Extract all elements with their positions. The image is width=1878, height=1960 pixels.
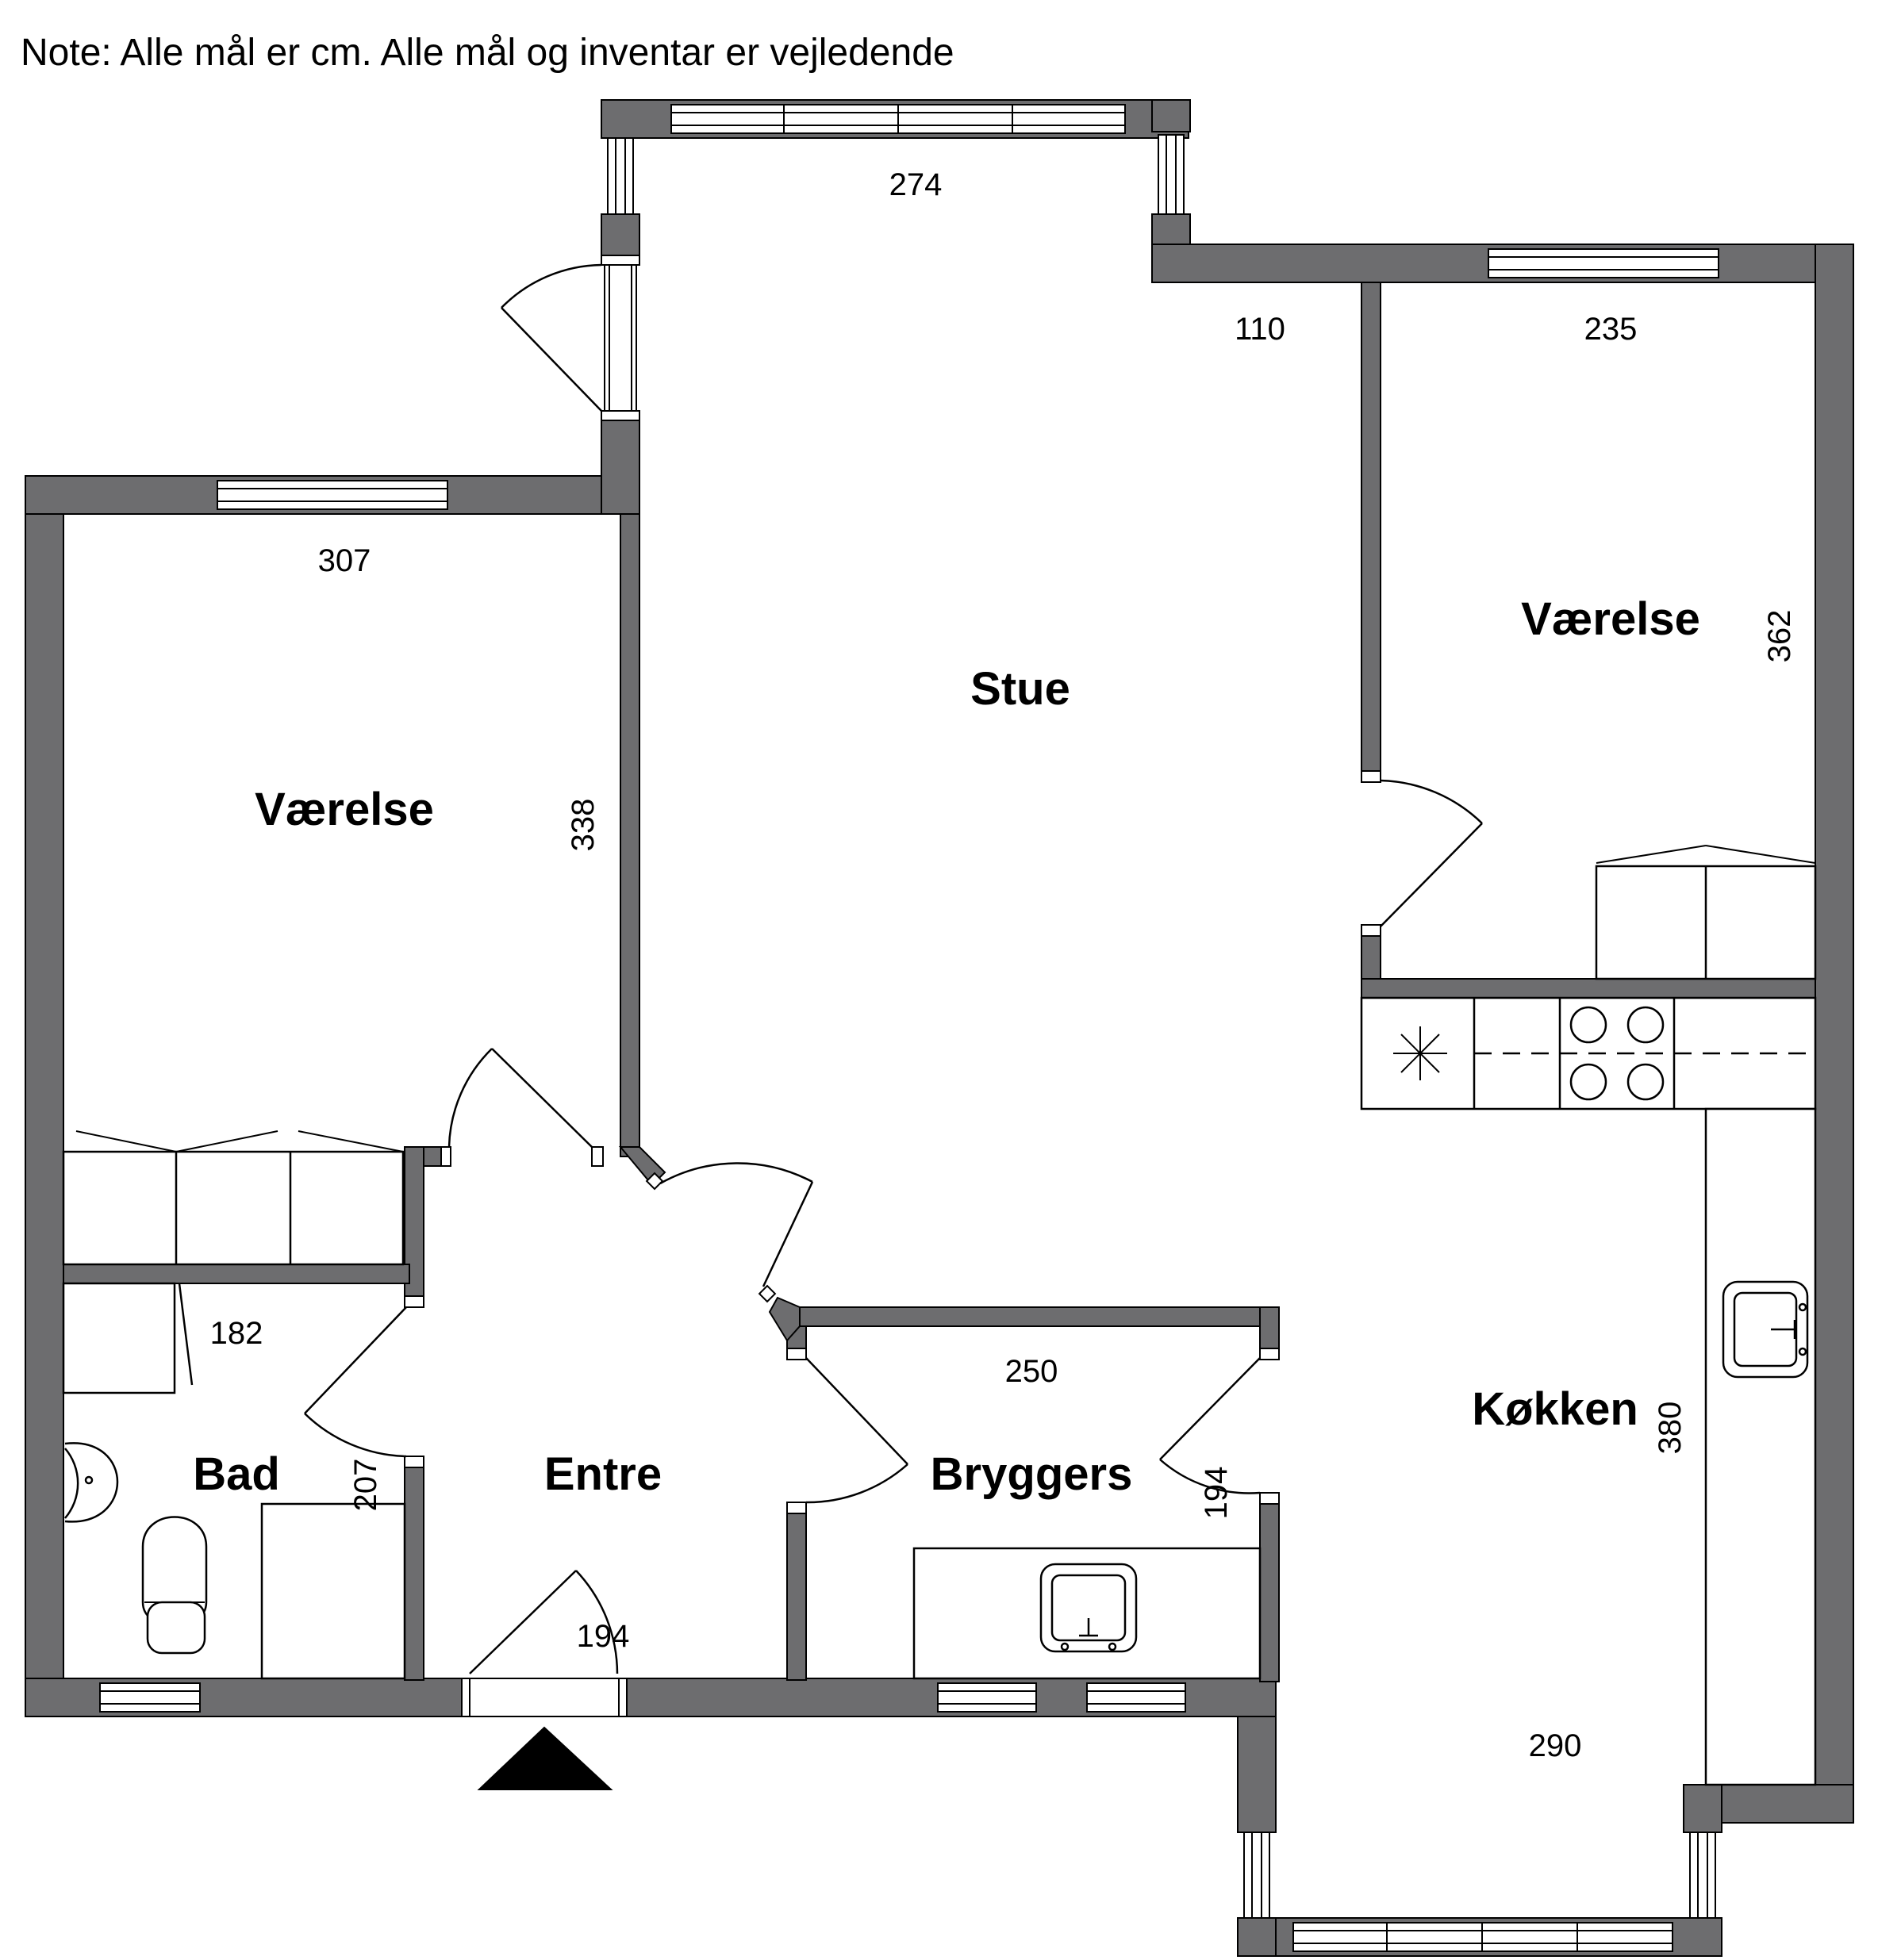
windows bbox=[99, 104, 1719, 1952]
dim-entre-width: 194 bbox=[577, 1619, 630, 1654]
doors bbox=[304, 255, 1483, 1717]
fixtures bbox=[62, 845, 1817, 1786]
dim-koekken-width: 290 bbox=[1529, 1728, 1582, 1763]
dim-bryggers-depth: 194 bbox=[1199, 1467, 1234, 1520]
dim-vaerelse-left-width: 307 bbox=[318, 543, 371, 578]
room-label-entre: Entre bbox=[544, 1448, 662, 1500]
room-labels: Stue Værelse Værelse Bad Entre Bryggers … bbox=[193, 593, 1700, 1500]
dim-koekken-depth: 380 bbox=[1653, 1402, 1688, 1455]
stove-icon bbox=[1569, 1006, 1665, 1101]
room-label-stue: Stue bbox=[970, 663, 1070, 715]
exhaust-fan-icon bbox=[1393, 1026, 1447, 1080]
dim-vaerelse-left-depth: 338 bbox=[566, 799, 601, 852]
dim-bryggers-width: 250 bbox=[1005, 1354, 1058, 1389]
room-label-koekken: Køkken bbox=[1472, 1383, 1638, 1435]
dim-bad-depth: 207 bbox=[348, 1459, 383, 1512]
toilet-icon bbox=[141, 1516, 208, 1655]
room-label-bad: Bad bbox=[193, 1448, 280, 1500]
dim-bad-width: 182 bbox=[210, 1316, 263, 1351]
sink-icon bbox=[1039, 1563, 1138, 1653]
kitchen-sink-icon bbox=[1722, 1280, 1809, 1379]
room-label-vaerelse-right: Værelse bbox=[1521, 593, 1700, 645]
dim-vaerelse-right-depth: 362 bbox=[1762, 610, 1797, 663]
dimension-labels: 274 110 235 362 307 338 182 207 194 250 … bbox=[210, 167, 1797, 1763]
washbasin-icon bbox=[64, 1442, 119, 1523]
room-label-vaerelse-left: Værelse bbox=[255, 784, 434, 835]
entrance-arrow-icon bbox=[477, 1726, 613, 1790]
dim-stue-step: 110 bbox=[1235, 312, 1285, 347]
note-text: Note: Alle mål er cm. Alle mål og invent… bbox=[21, 32, 954, 74]
room-label-bryggers: Bryggers bbox=[931, 1448, 1133, 1500]
dim-vaerelse-right-width: 235 bbox=[1584, 312, 1638, 347]
dim-stue-width: 274 bbox=[889, 167, 943, 202]
